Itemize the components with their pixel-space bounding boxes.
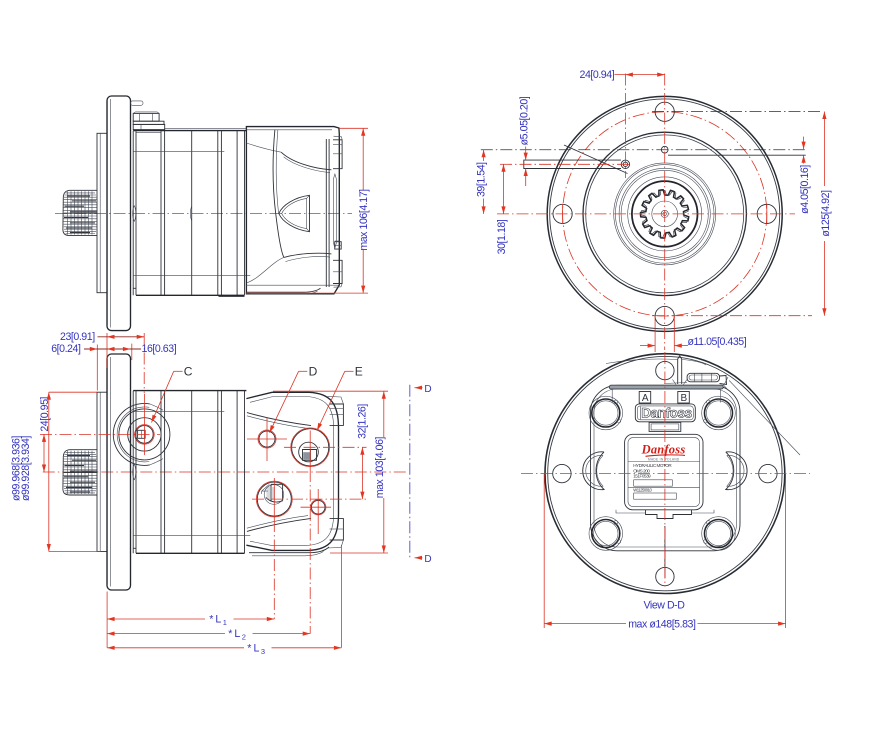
svg-text:ø5.05[0.20]: ø5.05[0.20]: [519, 96, 531, 145]
svg-text:D: D: [424, 384, 431, 395]
svg-text:ø125[4.92]: ø125[4.92]: [820, 190, 832, 237]
svg-text:D: D: [309, 365, 318, 379]
svg-text:HYDRAULIC MOTOR: HYDRAULIC MOTOR: [633, 463, 672, 468]
svg-text:Danfoss: Danfoss: [641, 405, 691, 420]
svg-text:24[0.95]: 24[0.95]: [39, 396, 51, 431]
svg-text:* L: * L: [209, 614, 221, 626]
svg-text:32[1.26]: 32[1.26]: [357, 404, 369, 439]
svg-text:2: 2: [242, 633, 246, 642]
svg-text:B: B: [680, 393, 687, 404]
svg-text:max 103[4.06]: max 103[4.06]: [374, 436, 386, 498]
svg-text:OMS 200: OMS 200: [633, 468, 650, 473]
svg-text:1: 1: [223, 618, 227, 627]
svg-text:16[0.63]: 16[0.63]: [142, 343, 177, 355]
svg-text:* L: * L: [247, 642, 259, 654]
svg-text:39[1.54]: 39[1.54]: [476, 162, 488, 197]
svg-text:ø99.968[3.936]: ø99.968[3.936]: [10, 436, 22, 501]
svg-text:ø99.928[3.934]: ø99.928[3.934]: [20, 436, 32, 501]
svg-text:ø11.05[0.435]: ø11.05[0.435]: [688, 336, 747, 348]
svg-text:View D-D: View D-D: [644, 600, 686, 612]
svg-text:* L: * L: [228, 628, 240, 640]
svg-text:D: D: [424, 554, 431, 565]
svg-text:A: A: [642, 393, 649, 404]
svg-text:W11250010: W11250010: [633, 488, 652, 493]
svg-text:151F0539: 151F0539: [633, 474, 651, 479]
svg-text:30[1.18]: 30[1.18]: [496, 219, 508, 254]
svg-text:23[0.91]: 23[0.91]: [60, 331, 95, 343]
svg-text:6[0.24]: 6[0.24]: [51, 343, 81, 355]
svg-text:24[0.94]: 24[0.94]: [580, 69, 615, 81]
svg-text:Danfoss: Danfoss: [641, 443, 686, 457]
svg-text:ø4.05[0.16]: ø4.05[0.16]: [799, 165, 811, 214]
svg-text:max ø148[5.83]: max ø148[5.83]: [628, 618, 696, 630]
svg-text:E: E: [355, 365, 363, 379]
svg-text:max 106[4.17]: max 106[4.17]: [358, 189, 370, 251]
svg-text:C: C: [184, 365, 193, 379]
svg-text:MADE IN POLAND: MADE IN POLAND: [648, 457, 680, 461]
svg-text:3: 3: [261, 647, 265, 656]
